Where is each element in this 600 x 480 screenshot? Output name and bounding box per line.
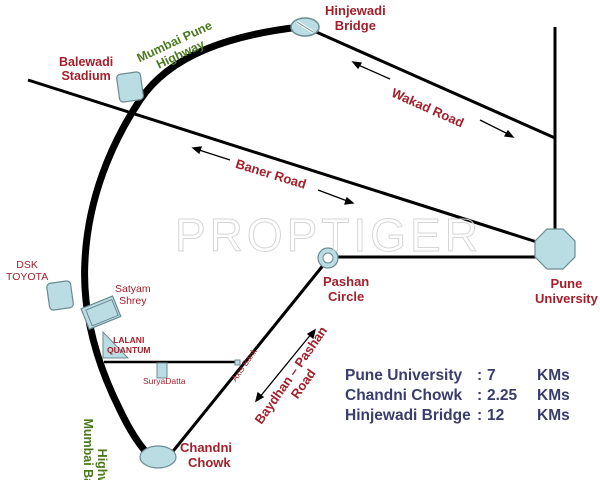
- legend-row: Pune University : 7 KMs: [345, 366, 570, 386]
- watermark: PROPTIGER: [175, 209, 482, 262]
- chandni-chowk-marker: [139, 445, 177, 469]
- label-line: Stadium: [61, 69, 111, 84]
- legend-place: Chandni Chowk: [345, 387, 463, 404]
- legend-colon: :: [477, 387, 483, 404]
- lalani-quantum-label: LALANI QUANTUM: [107, 335, 151, 356]
- baner-road-line: [27, 78, 541, 245]
- label-line: Chandni: [180, 440, 232, 455]
- legend-row: Chandni Chowk : 2.25 KMs: [345, 386, 570, 406]
- distance-legend: Pune University : 7 KMs Chandni Chowk : …: [345, 366, 570, 426]
- dsk-toyota-marker: [46, 280, 74, 311]
- pune-university-label: Pune University: [535, 276, 598, 307]
- legend-unit: KMs: [537, 407, 570, 424]
- label-line: Pune: [550, 276, 583, 291]
- mumbai-bangalore-highway-label: Mumbai Bangalore Highway: [81, 399, 110, 480]
- label-line: Mumbai Bangalore: [81, 418, 95, 480]
- baydhan-pashan-road-line: [168, 262, 327, 456]
- label-line: Balewadi: [59, 55, 114, 69]
- legend-colon: :: [477, 367, 483, 384]
- legend-place: Hinjewadi Bridge: [345, 407, 471, 424]
- label-line: LALANI: [113, 335, 145, 345]
- hinjewadi-bridge-label: Hinjewadi Bridge: [325, 3, 386, 34]
- pune-university-marker: [534, 228, 576, 270]
- chandni-chowk-label: Chandni Chowk: [180, 440, 232, 471]
- label-line: QUANTUM: [107, 344, 151, 355]
- baydhan-road-arrow: [254, 328, 317, 403]
- label-line: DSK: [16, 259, 38, 271]
- lalani-quantum-marker: [102, 330, 130, 359]
- suryadatta-marker: [156, 362, 168, 379]
- highway-road: [81, 23, 304, 462]
- legend-place: Pune University: [345, 367, 463, 384]
- label-line: Bridge: [334, 17, 376, 33]
- wakad-road-line: [304, 25, 556, 140]
- legend-value: 12: [487, 407, 505, 424]
- baner-road-arrows: [191, 146, 355, 205]
- label-line: Chowk: [188, 454, 231, 470]
- label-line: Circle: [328, 288, 365, 304]
- label-line: Pashan: [323, 274, 370, 289]
- hinjewadi-bridge-marker: [290, 17, 320, 37]
- label-line: Satyam: [115, 283, 151, 295]
- pashan-circle-label: Pashan Circle: [323, 274, 370, 305]
- legend-row: Hinjewadi Bridge : 12 KMs: [345, 406, 570, 426]
- dsk-toyota-label: DSK TOYOTA: [6, 259, 48, 283]
- balewadi-stadium-label: Balewadi Stadium: [59, 55, 113, 84]
- satyam-shrey-label: Satyam Shrey: [115, 283, 151, 307]
- label-line: Hinjewadi: [325, 3, 386, 18]
- suryadatta-label: SuryaDatta: [143, 376, 186, 386]
- label-line: Shrey: [119, 295, 147, 308]
- legend-value: 7: [487, 367, 496, 384]
- label-line: TOYOTA: [6, 271, 49, 284]
- label-line: University: [535, 290, 598, 306]
- balewadi-stadium-marker: [116, 71, 144, 103]
- legend-value: 2.25: [487, 387, 518, 404]
- legend-unit: KMs: [537, 387, 570, 404]
- label-line: Highway: [95, 448, 110, 480]
- wakad-road-arrows: [351, 61, 515, 138]
- satyam-shrey-marker: [80, 295, 122, 330]
- legend-colon: :: [477, 407, 483, 424]
- legend-unit: KMs: [537, 367, 570, 384]
- axis-bank-marker: [234, 359, 241, 366]
